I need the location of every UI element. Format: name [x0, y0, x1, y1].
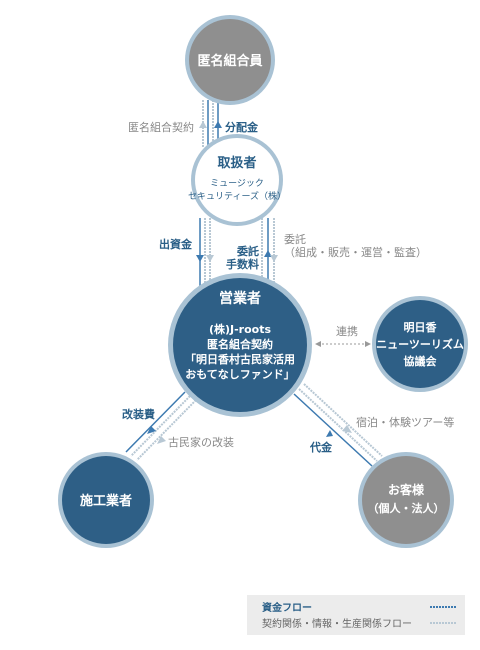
node-tourism-council: 明日香 ニューツーリズム 協議会	[372, 296, 468, 392]
label-contract: 匿名組合契約	[128, 120, 194, 134]
arrow-right-partnership	[365, 341, 371, 347]
line-operator-contractor-money	[125, 391, 186, 453]
arrow-renovation-cost	[147, 426, 156, 434]
operator-line3: 「明日香村古民家活用	[185, 352, 295, 366]
label-consignment-line1: 委託	[284, 232, 306, 246]
handler-title: 取扱者	[217, 155, 256, 171]
arrow-lodging	[342, 425, 352, 433]
contractor-label: 施工業者	[80, 493, 132, 509]
node-contractor: 施工業者	[58, 452, 154, 548]
label-renovation-cost: 改装費	[122, 407, 155, 421]
arrow-payment	[326, 430, 333, 437]
node-handler: 取扱者 ミュージック セキュリティーズ（株）	[188, 134, 286, 226]
tourism-line2: ニューツーリズム	[376, 337, 464, 351]
label-renovation: 古民家の改装	[168, 435, 234, 449]
legend: 資金フロー 契約関係・情報・生産関係フロー	[247, 595, 465, 635]
node-customers: お客様 （個人・法人）	[358, 452, 454, 548]
label-partnership: 連携	[336, 324, 358, 338]
line-operator-contractor-relation-1	[130, 395, 191, 457]
customers-line1: お客様	[388, 482, 425, 497]
operator-line4: おもてなしファンド」	[185, 368, 295, 381]
label-consignment-line2: （組成・販売・運営・監査）	[284, 245, 427, 259]
label-lodging: 宿泊・体験ツアー等	[356, 415, 454, 429]
arrow-down-consignment	[270, 255, 278, 262]
arrow-up-commission	[264, 250, 272, 257]
arrow-up-contract	[199, 121, 207, 128]
line-operator-contractor-relation-2	[136, 399, 197, 461]
handler-sub-line1: ミュージック	[210, 178, 264, 189]
handler-sub-line2: セキュリティーズ（株）	[188, 190, 286, 202]
legend-relation-flow-label: 契約関係・情報・生産関係フロー	[262, 617, 412, 630]
operator-line1: (株)J-roots	[209, 322, 272, 336]
operator-line2: 匿名組合契約	[207, 337, 273, 351]
investors-label: 匿名組合員	[197, 53, 262, 69]
label-commission-fee-line2: 手数料	[226, 257, 259, 271]
node-operator: 営業者 (株)J-roots 匿名組合契約 「明日香村古民家活用 おもてなしファ…	[168, 273, 312, 417]
label-investment: 出資金	[159, 237, 193, 251]
customers-line2: （個人・法人）	[368, 501, 445, 515]
arrow-renovation	[157, 436, 166, 444]
line-operator-customers-money	[293, 393, 373, 467]
label-payment: 代金	[309, 440, 333, 454]
tourism-line3: 協議会	[404, 354, 438, 368]
arrow-down-investment	[196, 255, 204, 262]
legend-money-flow-label: 資金フロー	[262, 601, 312, 614]
node-investors: 匿名組合員	[185, 15, 275, 105]
arrow-left-partnership	[315, 341, 321, 347]
tourism-line1: 明日香	[404, 320, 438, 334]
label-distribution: 分配金	[225, 120, 259, 134]
line-operator-customers-relation-2	[298, 388, 378, 462]
label-commission-fee-line1: 委託	[236, 244, 259, 258]
arrow-up-distribution	[214, 121, 222, 128]
line-operator-customers-relation-1	[303, 383, 383, 457]
operator-title: 営業者	[219, 290, 261, 307]
arrow-down-relation	[206, 255, 214, 262]
